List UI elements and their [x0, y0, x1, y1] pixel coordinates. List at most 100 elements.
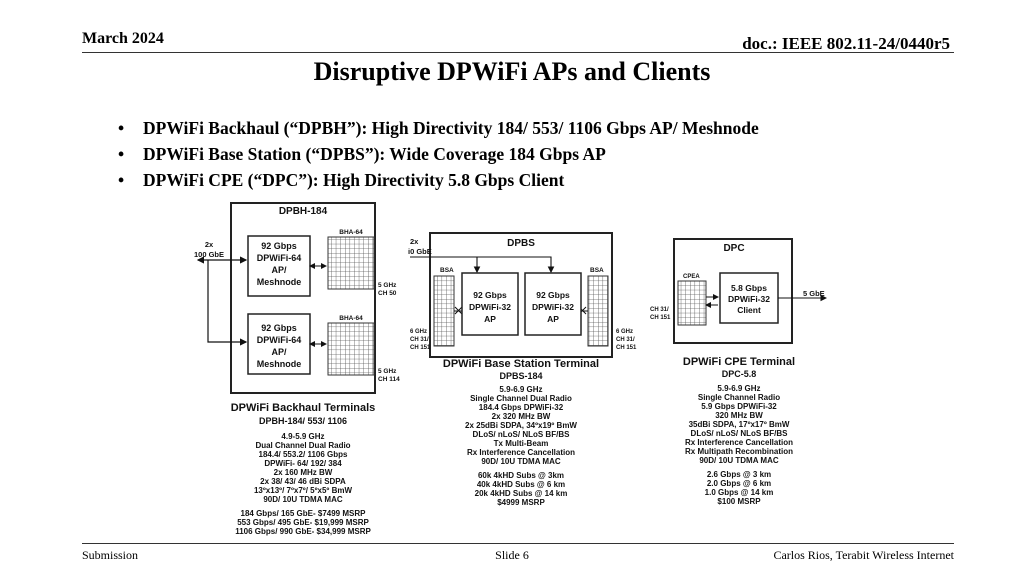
dpbs-channel: 6 GHz	[616, 329, 633, 335]
dpc-spec: 1.0 Gbps @ 14 km	[705, 488, 774, 497]
dpc-antenna-label: CPEA	[683, 274, 700, 280]
dpbh-module-2-line: AP/	[271, 347, 287, 357]
dpbs-channel: CH 151	[616, 345, 637, 351]
dpbh-antenna-label: BHA-64	[339, 229, 363, 236]
dpbs-spec: 5.9-6.9 GHz	[499, 385, 542, 394]
dpbh-ethernet-arrow-icon	[207, 260, 248, 346]
dpbh-model: DPBH-184/ 553/ 1106	[259, 416, 347, 426]
dpc-antenna-array	[677, 280, 707, 326]
dpc-spec: 2.0 Gbps @ 6 km	[707, 479, 771, 488]
dpc-spec: 35dBi SDPA, 17ºx17º BmW	[689, 420, 790, 429]
dpbs-diagram: DPBS 2x i0 GbE BSA BSA 92 Gbps DPWiFi-32…	[408, 232, 637, 507]
dpbh-spec: DPWiFi- 64/ 192/ 384	[264, 459, 342, 468]
dpc-diagram: DPC CPEA 5.8 Gbps DPWiFi-32 Client 5 GbE…	[650, 238, 828, 506]
dpbh-spec: Dual Channel Dual Radio	[255, 441, 350, 450]
dpbs-spec: 90D/ 10U TDMA MAC	[481, 457, 560, 466]
dpbs-spec: 184.4 Gbps DPWiFi-32	[479, 403, 564, 412]
dpbs-channel: CH 151	[410, 345, 431, 351]
dpbs-port-speed: i0 GbE	[408, 247, 432, 256]
dpbs-module-2	[524, 272, 582, 336]
dpbs-port-count: 2x	[410, 237, 419, 246]
dpc-spec: 5.9 Gbps DPWiFi-32	[701, 402, 777, 411]
dpbs-spec: 2x 320 MHz BW	[492, 412, 551, 421]
bullet-text: DPWiFi Backhaul (“DPBH”): High Directivi…	[143, 118, 759, 138]
footer-author: Carlos Rios, Terabit Wireless Internet	[773, 548, 954, 562]
dpbh-channel: 5 GHz	[378, 368, 397, 375]
dpbs-enclosure	[429, 232, 613, 358]
dpbh-module-1-line: AP/	[271, 265, 287, 275]
footer-slide-number: Slide 6	[495, 548, 529, 562]
dpbh-antenna-array-2	[327, 322, 375, 376]
bullet-text: DPWiFi CPE (“DPC”): High Directivity 5.8…	[143, 170, 565, 190]
dpbh-module-1-line: Meshnode	[257, 277, 302, 287]
dpc-spec: Rx Multipath Recombination	[685, 447, 793, 456]
dpc-spec: 2.6 Gbps @ 3 km	[707, 470, 771, 479]
dpbs-channel: 6 GHz	[410, 329, 427, 335]
dpc-box-title: DPC	[723, 243, 744, 254]
header-doc-id: doc.: IEEE 802.11-24/0440r5	[742, 34, 950, 53]
bullet-text: DPWiFi Base Station (“DPBS”): Wide Cover…	[143, 144, 606, 164]
dpbs-module-2-line: AP	[547, 314, 559, 324]
header-divider	[82, 52, 954, 53]
dpbs-antenna-array-right	[587, 275, 609, 347]
dpbs-channel: CH 31/	[410, 337, 429, 343]
footer-submission: Submission	[82, 548, 139, 562]
dpbs-crossover-icon	[454, 306, 463, 315]
dpbs-module-1-line: AP	[484, 314, 496, 324]
dpbh-module-2	[247, 313, 311, 375]
dpbh-antenna-label: BHA-64	[339, 315, 363, 322]
dpbh-spec: 4.9-5.9 GHz	[281, 432, 324, 441]
dpbs-module-1-line: 92 Gbps	[473, 290, 507, 300]
dpc-spec: 90D/ 10U TDMA MAC	[699, 456, 778, 465]
dpc-module-line: 5.8 Gbps	[731, 283, 767, 293]
dpbh-spec: 90D/ 10U TDMA MAC	[263, 495, 342, 504]
dpc-channel: CH 31/	[650, 307, 669, 313]
dpbs-module-2-line: 92 Gbps	[536, 290, 570, 300]
dpbs-module-1	[461, 272, 519, 336]
dpbh-spec: 2x 38/ 43/ 46 dBi SDPA	[260, 477, 346, 486]
dpc-spec: DLoS/ nLoS/ NLoS BF/BS	[691, 429, 789, 438]
bullet-item: •DPWiFi Base Station (“DPBS”): Wide Cove…	[118, 144, 759, 170]
dpbh-price: 184 Gbps/ 165 GbE- $7499 MSRP	[241, 509, 367, 518]
dpc-spec: 320 MHz BW	[715, 411, 763, 420]
dpc-price: $100 MSRP	[717, 497, 761, 506]
dpbh-module-1	[247, 235, 311, 297]
dpbh-port-count: 2x	[205, 240, 214, 249]
dpbh-channel: CH 114	[378, 376, 400, 383]
dpbh-antenna-array-1	[327, 236, 375, 290]
header-date: March 2024	[82, 30, 164, 47]
dpbs-price: $4999 MSRP	[497, 498, 545, 507]
dpc-spec: Rx Interference Cancellation	[685, 438, 793, 447]
dpc-module-line: DPWiFi-32	[728, 294, 770, 304]
dpbh-diagram: DPBH-184 2x 100 GbE 92 Gbps DPWiFi-64 AP…	[194, 202, 400, 536]
dpbs-caption: DPWiFi Base Station Terminal	[443, 358, 599, 370]
dpbs-spec: 60k 4kHD Subs @ 3km	[478, 471, 564, 480]
dpbh-price: 553 Gbps/ 495 GbE- $19,999 MSRP	[237, 518, 369, 527]
dpc-caption: DPWiFi CPE Terminal	[683, 356, 795, 368]
dpbs-module-2-line: DPWiFi-32	[532, 302, 574, 312]
bullet-dot-icon: •	[118, 118, 125, 138]
dpbs-antenna-label: BSA	[440, 267, 454, 274]
dpbh-module-2-line: DPWiFi-64	[257, 335, 301, 345]
dpbs-spec: Single Channel Dual Radio	[470, 394, 572, 403]
dpbs-spec: Tx Multi-Beam	[494, 439, 549, 448]
dpc-channel: CH 151	[650, 315, 671, 321]
bullet-dot-icon: •	[118, 170, 125, 190]
dpbh-caption: DPWiFi Backhaul Terminals	[231, 402, 376, 414]
bullet-item: • DPWiFi Backhaul (“DPBH”): High Directiv…	[118, 118, 759, 144]
dpbh-module-2-line: 92 Gbps	[261, 323, 297, 333]
dpc-spec: Single Channel Radio	[698, 393, 780, 402]
slide-title: Disruptive DPWiFi APs and Clients	[313, 57, 711, 86]
dpbh-spec: 2x 160 MHz BW	[274, 468, 333, 477]
dpbh-channel: 5 GHz	[378, 282, 397, 289]
dpbs-antenna-label: BSA	[590, 267, 604, 274]
dpbs-spec: DLoS/ nLoS/ NLoS BF/BS	[473, 430, 571, 439]
dpbs-box-title: DPBS	[507, 238, 535, 249]
dpbs-ethernet-arrow-icon	[477, 256, 555, 274]
footer-divider	[82, 543, 954, 544]
dpbs-spec: 20k 4kHD Subs @ 14 km	[475, 489, 568, 498]
dpbh-price: 1106 Gbps/ 990 GbE- $34,999 MSRP	[235, 527, 371, 536]
bullet-list: • DPWiFi Backhaul (“DPBH”): High Directiv…	[118, 118, 759, 196]
bullet-item: • DPWiFi CPE (“DPC”): High Directivity 5.…	[118, 170, 759, 196]
